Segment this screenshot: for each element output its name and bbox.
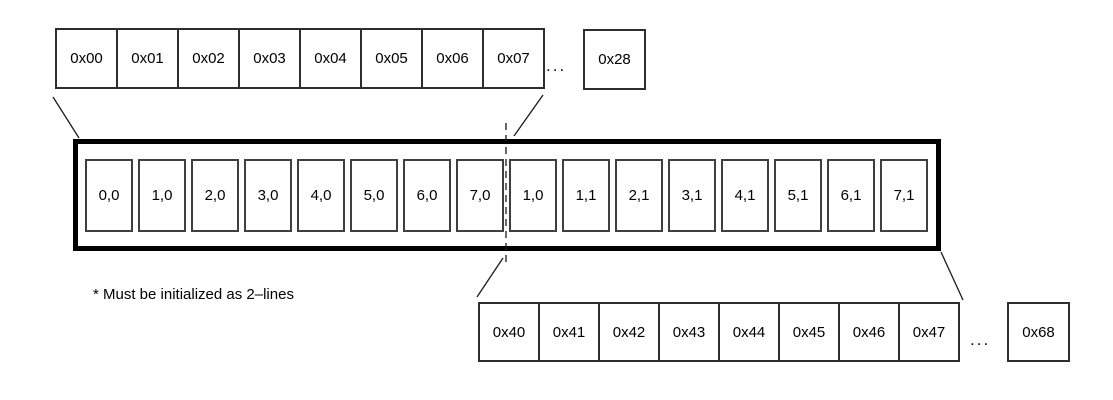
line-buffer-cell: 1,0 (509, 158, 557, 232)
line-buffer-cell: 4,0 (297, 158, 345, 232)
line-buffer-cell: 4,1 (721, 158, 769, 232)
top-ellipsis: ... (546, 56, 567, 75)
line-buffer-cell: 1,1 (562, 158, 610, 232)
bottom-ellipsis: ... (970, 330, 991, 349)
bottom-address-cell: 0x47 (898, 302, 960, 362)
bottom-address-cell: 0x43 (658, 302, 720, 362)
top-address-cell: 0x02 (177, 28, 240, 89)
bottom-address-cell: 0x40 (478, 302, 540, 362)
bottom-address-cell: 0x44 (718, 302, 780, 362)
line-buffer-cell: 5,1 (774, 158, 822, 232)
bottom-extra-address-box: 0x68 (1007, 302, 1070, 362)
line-buffer-cell: 0,0 (85, 158, 133, 232)
line-buffer-cell: 5,0 (350, 158, 398, 232)
top-extra-address-box: 0x28 (583, 29, 646, 90)
line-buffer-cell: 2,0 (191, 158, 239, 232)
bottom-address-cell: 0x45 (778, 302, 840, 362)
top-address-cell: 0x00 (55, 28, 118, 89)
bottom-address-cell: 0x41 (538, 302, 600, 362)
line-buffer-cell: 6,1 (827, 158, 875, 232)
top-address-cell: 0x03 (238, 28, 301, 89)
line-buffer-cell: 6,0 (403, 158, 451, 232)
line-buffer-cell: 7,0 (456, 158, 504, 232)
top-address-cell: 0x07 (482, 28, 545, 89)
line-buffer-cell: 3,0 (244, 158, 292, 232)
connector-bottom-left-line (476, 257, 504, 298)
connector-top-right-line (513, 94, 544, 137)
footnote: * Must be initialized as 2–lines (93, 286, 294, 303)
connector-bottom-right-line (940, 251, 964, 301)
line-buffer-cell: 7,1 (880, 158, 928, 232)
top-address-cell: 0x01 (116, 28, 179, 89)
bottom-address-cell: 0x46 (838, 302, 900, 362)
line-buffer-cell: 2,1 (615, 158, 663, 232)
top-address-cell: 0x04 (299, 28, 362, 89)
bottom-address-cell: 0x42 (598, 302, 660, 362)
connector-top-left-line (52, 96, 80, 139)
line-buffer-cell: 3,1 (668, 158, 716, 232)
line-buffer-cell: 1,0 (138, 158, 186, 232)
top-address-cell: 0x06 (421, 28, 484, 89)
top-address-cell: 0x05 (360, 28, 423, 89)
